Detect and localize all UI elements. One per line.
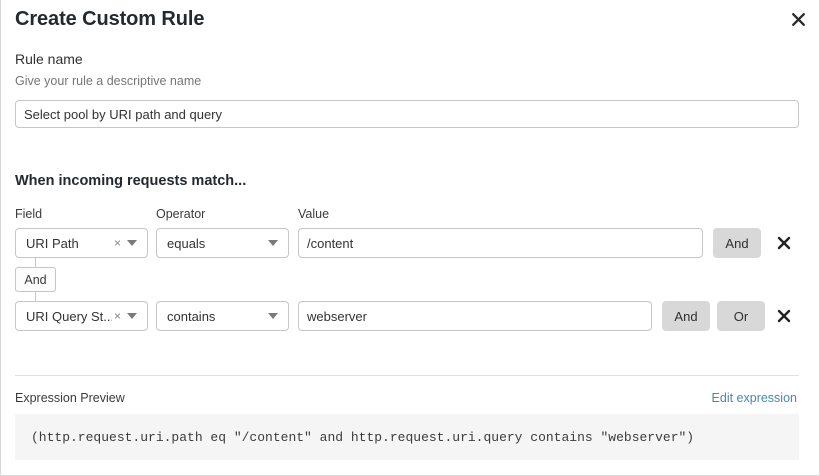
column-header-field: Field bbox=[15, 207, 43, 221]
rule-name-label: Rule name bbox=[15, 51, 83, 67]
operator-select-1-value: equals bbox=[167, 235, 206, 251]
value-input-2[interactable] bbox=[298, 301, 652, 331]
divider bbox=[15, 375, 799, 376]
connector-line-top bbox=[35, 258, 36, 269]
clear-icon[interactable]: × bbox=[113, 236, 121, 250]
operator-select-2[interactable]: contains bbox=[156, 301, 289, 331]
condition-row: URI Path × equals And bbox=[1, 228, 819, 258]
close-icon[interactable] bbox=[785, 6, 811, 32]
field-select-1-value: URI Path bbox=[26, 235, 79, 251]
field-select-1[interactable]: URI Path × bbox=[15, 228, 148, 258]
chevron-down-icon[interactable] bbox=[268, 240, 278, 246]
operator-select-2-value: contains bbox=[167, 308, 216, 324]
column-header-operator: Operator bbox=[156, 207, 206, 221]
field-select-2-value: URI Query St... bbox=[26, 308, 112, 324]
connector-and-badge[interactable]: And bbox=[15, 267, 56, 292]
chevron-down-icon[interactable] bbox=[127, 313, 137, 319]
condition-row: URI Query St... × contains And Or bbox=[1, 301, 819, 331]
value-input-1[interactable] bbox=[298, 228, 703, 258]
chevron-down-icon[interactable] bbox=[268, 313, 278, 319]
expression-preview-label: Expression Preview bbox=[15, 391, 125, 405]
operator-select-1[interactable]: equals bbox=[156, 228, 289, 258]
page-title: Create Custom Rule bbox=[15, 8, 205, 30]
rule-name-help-text: Give your rule a descriptive name bbox=[15, 74, 202, 88]
or-button-2[interactable]: Or bbox=[717, 301, 765, 331]
expression-preview-code: (http.request.uri.path eq "/content" and… bbox=[15, 414, 799, 460]
rule-name-input[interactable] bbox=[15, 100, 799, 128]
delete-icon[interactable] bbox=[771, 228, 797, 258]
column-header-value: Value bbox=[298, 207, 330, 221]
field-select-2[interactable]: URI Query St... × bbox=[15, 301, 148, 331]
clear-icon[interactable]: × bbox=[113, 309, 121, 323]
delete-icon[interactable] bbox=[771, 301, 797, 331]
and-button-2[interactable]: And bbox=[662, 301, 710, 331]
connector-line-bottom bbox=[35, 291, 36, 302]
chevron-down-icon[interactable] bbox=[127, 240, 137, 246]
and-button-1[interactable]: And bbox=[713, 228, 761, 258]
conditions-heading: When incoming requests match... bbox=[15, 173, 247, 189]
edit-expression-link[interactable]: Edit expression bbox=[711, 391, 797, 405]
